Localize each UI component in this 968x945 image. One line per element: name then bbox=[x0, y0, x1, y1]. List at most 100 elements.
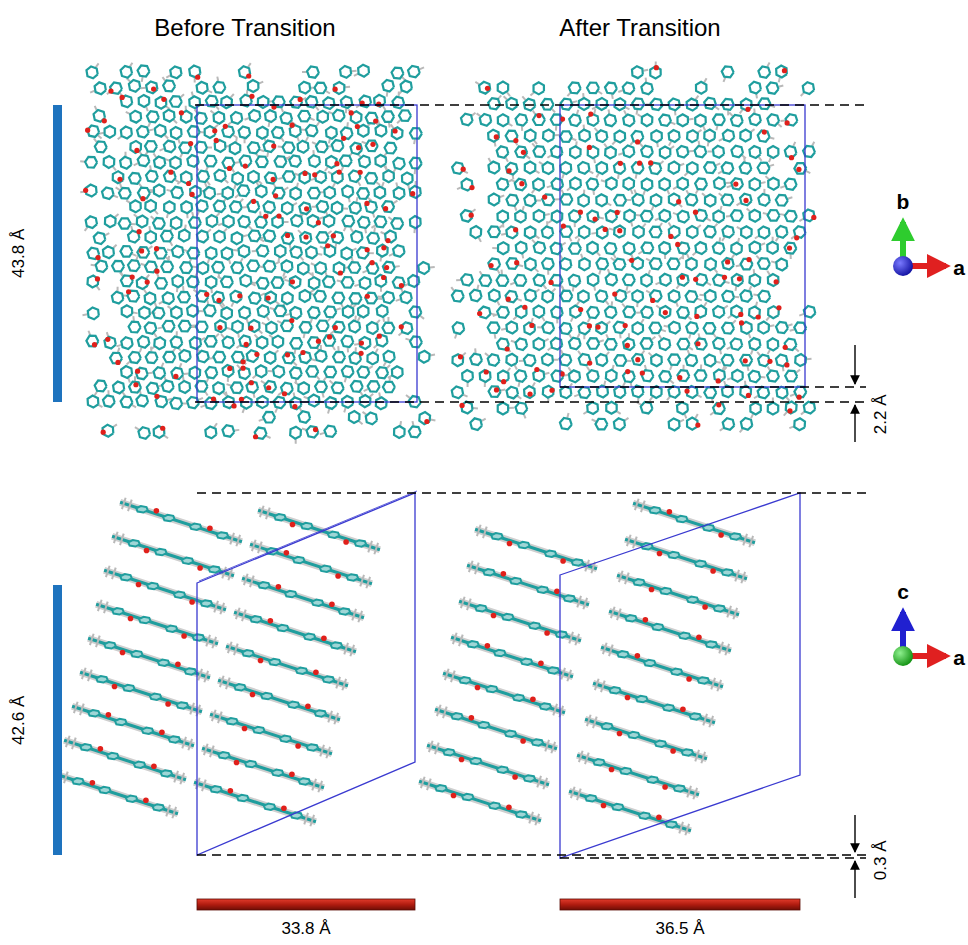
aromatic-ring bbox=[605, 83, 617, 94]
bond-stick bbox=[135, 427, 139, 430]
bond-stick bbox=[370, 394, 374, 397]
bond-stick bbox=[354, 343, 359, 346]
bond-stick bbox=[689, 347, 693, 350]
bond-stick bbox=[201, 405, 206, 407]
aromatic-ring bbox=[560, 131, 572, 141]
oxygen-atom bbox=[204, 292, 209, 297]
aromatic-ring bbox=[105, 215, 116, 227]
oxygen-atom bbox=[789, 155, 794, 160]
aromatic-ring bbox=[357, 188, 369, 199]
bond-stick bbox=[354, 285, 359, 286]
aromatic-ring bbox=[214, 170, 225, 182]
bond-stick bbox=[82, 313, 87, 316]
aromatic-ring bbox=[138, 155, 150, 166]
aromatic-ring bbox=[543, 162, 554, 174]
bond-stick bbox=[130, 63, 133, 67]
bond-stick bbox=[341, 166, 343, 171]
aromatic-ring bbox=[230, 291, 241, 303]
oxygen-atom bbox=[83, 188, 88, 193]
aromatic-ring bbox=[95, 82, 106, 94]
bond-stick bbox=[517, 382, 520, 387]
bond-stick bbox=[617, 174, 620, 179]
bond-stick bbox=[727, 110, 729, 115]
bond-stick bbox=[474, 348, 476, 353]
bond-stick bbox=[522, 206, 524, 211]
oxygen-atom bbox=[774, 279, 779, 284]
bond-stick bbox=[97, 286, 100, 290]
aromatic-ring bbox=[453, 322, 465, 334]
bond-stick bbox=[676, 285, 679, 289]
bond-stick bbox=[319, 217, 324, 219]
oxygen-atom bbox=[133, 382, 138, 387]
aromatic-ring bbox=[358, 367, 370, 378]
bond-stick bbox=[790, 329, 795, 330]
aromatic-ring bbox=[154, 367, 166, 379]
bond-stick bbox=[375, 349, 377, 353]
aromatic-ring bbox=[515, 211, 526, 223]
oxygen-atom bbox=[289, 318, 294, 323]
bond-stick bbox=[545, 213, 550, 216]
bond-stick bbox=[132, 254, 137, 256]
oxygen-atom bbox=[592, 216, 597, 221]
aromatic-ring bbox=[614, 418, 625, 430]
aromatic-ring bbox=[678, 339, 690, 349]
aromatic-ring bbox=[265, 172, 277, 183]
aromatic-ring bbox=[632, 354, 644, 365]
oxygen-atom bbox=[249, 94, 254, 99]
aromatic-ring bbox=[669, 290, 680, 302]
molecule bbox=[419, 777, 541, 826]
aromatic-ring bbox=[596, 354, 607, 366]
aromatic-ring bbox=[695, 146, 707, 157]
oxygen-atom bbox=[292, 404, 297, 409]
oxygen-atom bbox=[578, 307, 583, 312]
aromatic-ring bbox=[642, 179, 653, 191]
bond-stick bbox=[140, 347, 142, 352]
aromatic-ring bbox=[230, 142, 240, 154]
oxygen-atom bbox=[623, 323, 628, 328]
aromatic-ring bbox=[298, 382, 309, 394]
aromatic-ring bbox=[578, 162, 589, 174]
aromatic-ring bbox=[785, 179, 797, 190]
aromatic-ring bbox=[154, 185, 164, 197]
aromatic-ring bbox=[410, 306, 422, 317]
aromatic-ring bbox=[642, 242, 654, 253]
aromatic-ring bbox=[317, 321, 329, 332]
bond-stick bbox=[670, 380, 674, 383]
oxygen-atom bbox=[108, 88, 113, 93]
aromatic-ring bbox=[138, 427, 150, 439]
oxygen-atom bbox=[625, 343, 630, 348]
panel-heading: Before Transition bbox=[154, 15, 335, 41]
aromatic-ring bbox=[804, 402, 815, 414]
aromatic-ring bbox=[170, 96, 182, 107]
aromatic-ring bbox=[768, 274, 779, 286]
aromatic-ring bbox=[677, 146, 688, 158]
oxygen-atom bbox=[469, 213, 474, 218]
bond-stick bbox=[688, 316, 692, 319]
aromatic-ring bbox=[258, 305, 269, 317]
oxygen-atom bbox=[240, 359, 245, 364]
bond-stick bbox=[784, 412, 787, 416]
aromatic-ring bbox=[350, 143, 362, 155]
bond-stick bbox=[612, 141, 615, 145]
bond-stick bbox=[635, 174, 638, 179]
aromatic-ring bbox=[410, 186, 421, 198]
oxygen-atom bbox=[635, 357, 640, 362]
bond-stick bbox=[704, 78, 706, 82]
aromatic-ring bbox=[205, 156, 217, 167]
bond-stick bbox=[95, 106, 97, 111]
aromatic-ring bbox=[578, 291, 589, 303]
bond-stick bbox=[547, 270, 549, 275]
aromatic-ring bbox=[265, 352, 276, 364]
bond-stick bbox=[763, 189, 765, 194]
bond-stick bbox=[268, 122, 271, 127]
dimension-label: 0.3 Å bbox=[872, 840, 891, 880]
aromatic-ring bbox=[506, 195, 518, 206]
aromatic-ring bbox=[479, 275, 491, 286]
bond-stick bbox=[695, 414, 698, 418]
oxygen-atom bbox=[637, 161, 642, 166]
molecule bbox=[577, 751, 699, 800]
oxygen-atom bbox=[179, 110, 184, 115]
bond-stick bbox=[261, 381, 265, 384]
aromatic-ring bbox=[713, 403, 725, 414]
bond-stick bbox=[218, 224, 223, 226]
